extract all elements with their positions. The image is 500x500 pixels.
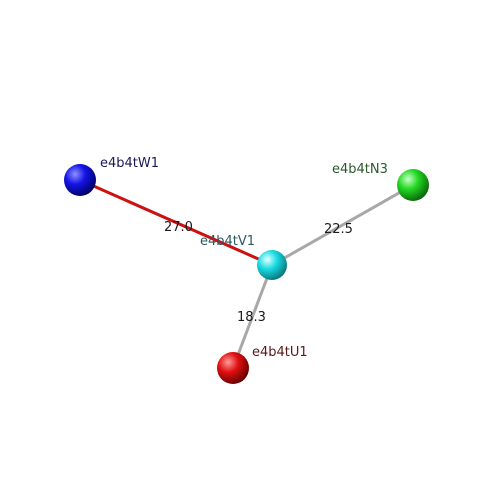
atom-labels: e4b4tW1 e4b4tN3 e4b4tV1 e4b4tU1 — [100, 156, 388, 360]
atom-n3-label: e4b4tN3 — [332, 162, 388, 177]
bond-u1-v1 — [231, 263, 274, 370]
atoms — [64, 164, 429, 384]
bonds — [78, 178, 415, 370]
distance-labels: 27.0 22.5 18.3 — [164, 220, 353, 325]
atom-v1-label: e4b4tV1 — [200, 234, 255, 249]
atom-u1-label: e4b4tU1 — [252, 345, 308, 360]
distance-label-n3-v1: 22.5 — [324, 222, 353, 237]
atom-u1-sphere[interactable] — [217, 352, 249, 384]
distance-label-u1-v1: 18.3 — [237, 310, 266, 325]
distance-label-w1-v1: 27.0 — [164, 220, 193, 235]
bond-n3-v1 — [270, 183, 415, 267]
atom-w1-label: e4b4tW1 — [100, 156, 159, 171]
bond-w1-v1 — [78, 178, 274, 267]
atom-n3-sphere[interactable] — [397, 169, 429, 201]
atom-w1-sphere[interactable] — [64, 164, 96, 196]
atom-v1-sphere[interactable] — [257, 250, 287, 280]
